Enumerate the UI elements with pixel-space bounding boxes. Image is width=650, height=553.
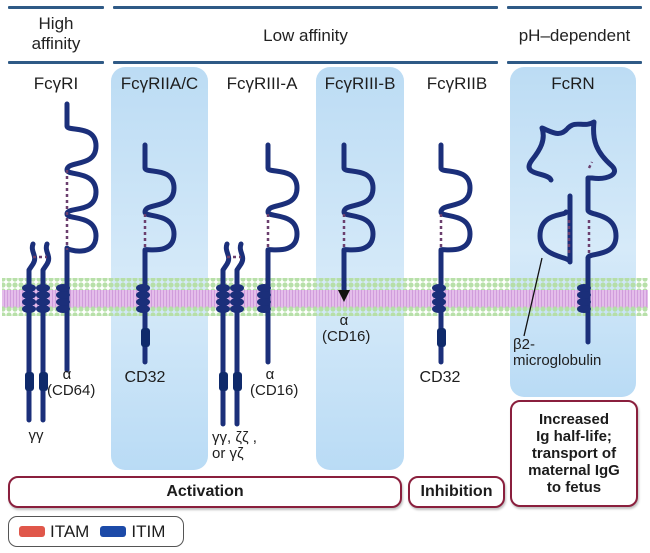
column-bg-fcgriiib [316, 67, 404, 470]
tm-coil [56, 284, 70, 313]
header-line [8, 61, 104, 64]
legend-itam-label: ITAM [50, 521, 90, 541]
tm-coil [230, 284, 244, 313]
legend: ITAM ITIM [8, 516, 184, 547]
cell-membrane [2, 278, 648, 316]
function-activation: Activation [8, 476, 402, 508]
fcgriib-cd32-label: CD32 [419, 369, 461, 386]
fcgri-gamma-label: γγ [28, 427, 44, 444]
itam-swatch [19, 526, 45, 537]
header-line [8, 6, 104, 9]
beta2-microglobulin [537, 193, 573, 265]
label-line: α [62, 366, 72, 383]
header-line [113, 61, 498, 64]
fcgriia-chain [142, 142, 177, 365]
tm-coil [257, 284, 271, 313]
category-line: affinity [31, 34, 81, 53]
itam-motif [39, 372, 48, 391]
function-line: transport of [531, 445, 617, 462]
fcgriib-chain [438, 142, 473, 365]
fcgriiia-accessory-label: γγ, ζζ , or γζ [212, 429, 257, 462]
label-line: (CD16) [322, 328, 371, 345]
fcgriia-cd32-label: CD32 [124, 369, 166, 386]
itam-motif [25, 372, 34, 391]
receptor-name-fcgriib: FcγRIIB [426, 74, 488, 93]
label-line: (CD64) [47, 382, 96, 399]
itim-swatch [100, 526, 127, 537]
fcrn-heavy-chain [526, 119, 619, 345]
transmembrane-coils [22, 284, 591, 313]
label-line: α [339, 312, 349, 329]
tm-coil [216, 284, 230, 313]
fcgriiib-chain [341, 142, 376, 295]
itim-motif [437, 328, 446, 347]
label-line: microglobulin [513, 352, 602, 369]
receptor-name-fcgriia: FcγRIIA/C [120, 74, 199, 93]
disulfide-bonds [33, 161, 594, 259]
function-inhibition: Inhibition [408, 476, 505, 508]
function-line: to fetus [546, 479, 602, 496]
label-line: β2- [513, 336, 535, 353]
signaling-motifs [25, 328, 446, 391]
category-high-affinity: High affinity [8, 14, 104, 54]
category-low-affinity: Low affinity [263, 26, 348, 45]
receptor-name-fcgriiib: FcγRIII-B [324, 74, 396, 93]
fcgriiia-accessory-chains [220, 241, 246, 427]
tm-coil [577, 284, 591, 313]
label-line: (CD16) [250, 382, 299, 399]
tm-coil [22, 284, 36, 313]
category-ph-dependent: pH–dependent [518, 26, 631, 45]
tm-coil [36, 284, 50, 313]
header-line [507, 6, 642, 9]
fcgriiia-alpha-label: α (CD16) [250, 366, 299, 399]
beta2m-pointer [523, 257, 543, 337]
receptor-name-fcrn: FcRN [551, 74, 595, 93]
fcrn-beta2m-label: β2- microglobulin [513, 337, 623, 369]
itam-motif [141, 328, 150, 347]
legend-itim-label: ITIM [131, 521, 166, 541]
receptor-name-fcgriiia: FcγRIII-A [226, 74, 298, 93]
column-bg-fcgriia [111, 67, 208, 470]
function-line: Ig half-life; [536, 428, 612, 445]
tm-coil [136, 284, 150, 313]
fcgri-alpha-chain [64, 101, 99, 373]
header-line [113, 6, 498, 9]
itam-motif [233, 372, 242, 391]
fcgri-gamma-chains [26, 241, 52, 423]
header-line [507, 61, 642, 64]
receptor-name-fcgri: FcγRI [33, 74, 79, 93]
fcgriiia-alpha-chain [265, 142, 300, 365]
function-line: maternal IgG [528, 462, 620, 479]
fcgriiib-alpha-label: α (CD16) [322, 312, 371, 345]
gpi-anchor-arrow-icon [338, 290, 350, 302]
fcgri-alpha-label: α (CD64) [47, 366, 96, 399]
label-line: α [265, 366, 275, 383]
itam-motif [219, 372, 228, 391]
function-fcrn: Increased Ig half-life; transport of mat… [510, 400, 638, 507]
category-line: High [38, 14, 74, 33]
tm-coil [432, 284, 446, 313]
function-line: Increased [538, 411, 610, 428]
